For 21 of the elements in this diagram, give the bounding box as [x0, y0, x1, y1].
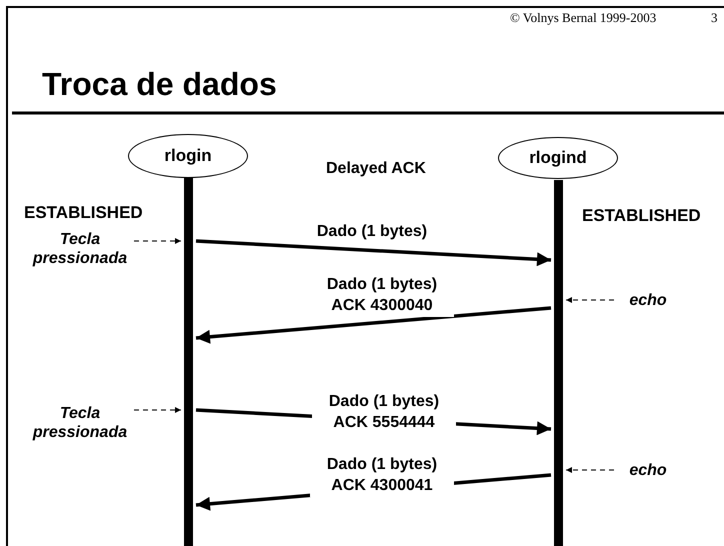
page-number: 3	[711, 10, 718, 26]
dashed-arrow	[566, 297, 614, 303]
event-note: echo	[629, 461, 667, 481]
dashed-arrow	[134, 407, 182, 413]
event-note: Tecla pressionada	[32, 404, 128, 442]
process-ellipse: rlogind	[498, 137, 618, 179]
process-ellipse: rlogin	[128, 134, 248, 178]
dashed-arrow	[134, 238, 182, 244]
message-arrow	[196, 239, 552, 266]
state-label: ESTABLISHED	[582, 206, 701, 226]
dashed-arrow	[566, 467, 614, 473]
state-label: ESTABLISHED	[24, 203, 143, 223]
lifeline-bar	[554, 180, 563, 546]
event-note: echo	[629, 291, 667, 311]
annotation-text: Delayed ACK	[326, 160, 426, 178]
message-arrow	[196, 306, 552, 344]
message-label: Dado (1 bytes) ACK 4300041	[310, 455, 454, 497]
lifeline-bar	[184, 178, 193, 546]
slide-title: Troca de dados	[42, 66, 277, 103]
event-note: Tecla pressionada	[32, 230, 128, 268]
copyright-note: © Volnys Bernal 1999-2003	[510, 10, 656, 26]
